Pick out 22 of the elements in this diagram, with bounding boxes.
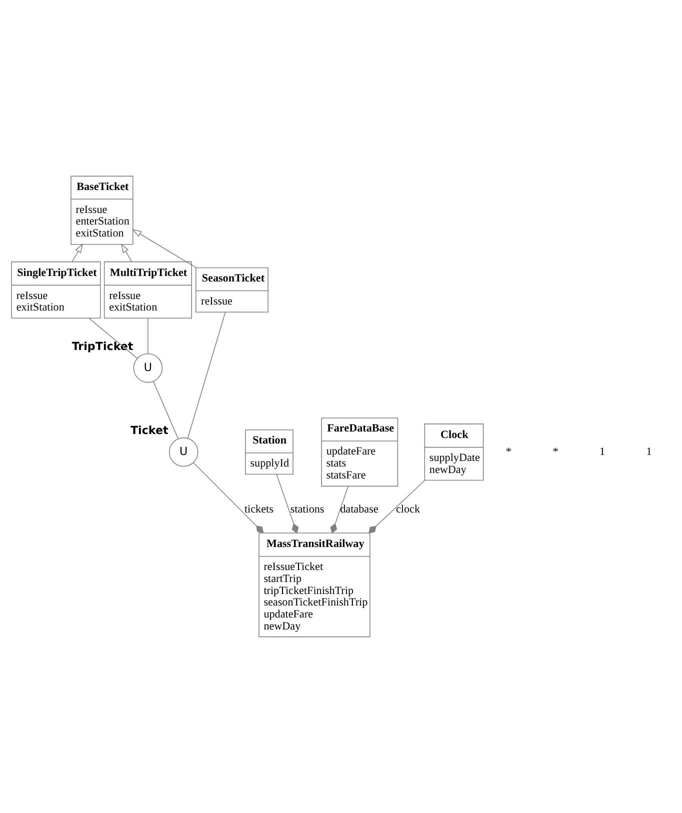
edge-label: database (340, 504, 378, 516)
connector (152, 380, 179, 440)
connector (330, 486, 348, 534)
label: * (506, 446, 512, 458)
arrow (72, 243, 83, 262)
connector (88, 318, 138, 359)
edge-label: tickets (244, 504, 274, 516)
label: 1 (646, 446, 652, 458)
node-circle: U (168, 437, 198, 467)
node-label: TripTicket (72, 340, 134, 353)
label: * (552, 446, 558, 458)
connector (193, 462, 264, 534)
arrow (132, 229, 197, 268)
edge-label: stations (290, 504, 324, 516)
edge-label: clock (396, 504, 420, 516)
connector (368, 480, 426, 534)
node-label: Ticket (130, 424, 168, 438)
connector (187, 312, 226, 439)
connector (276, 474, 299, 534)
label: 1 (599, 446, 606, 458)
arrow (120, 243, 132, 262)
node-circle: U (133, 353, 163, 383)
